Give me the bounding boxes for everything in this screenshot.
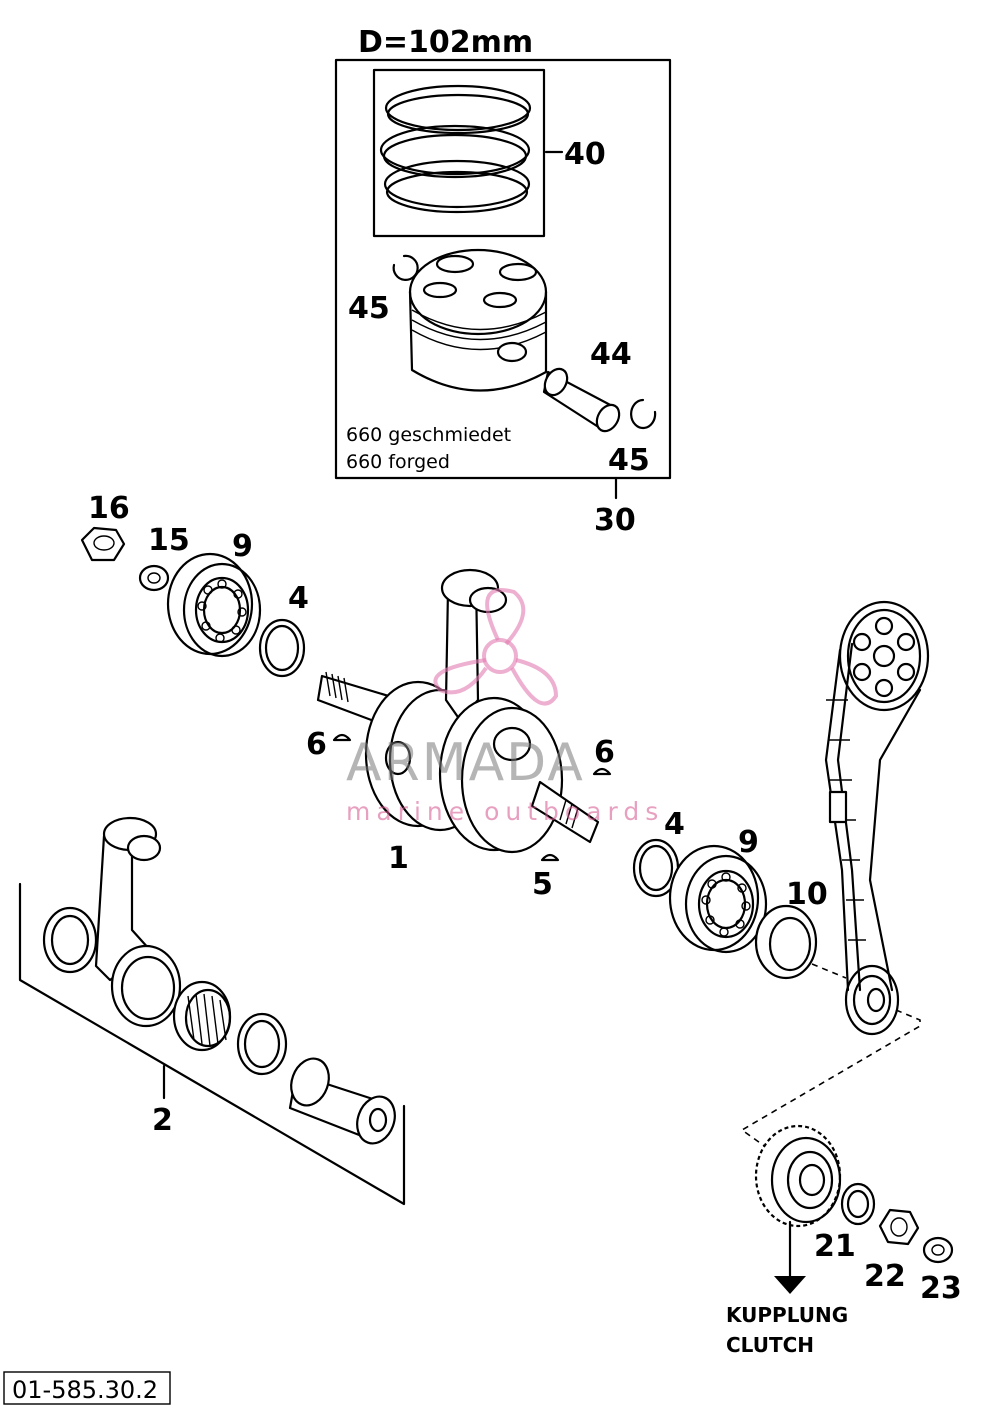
woodruff-key-left-icon — [332, 733, 352, 742]
gear-washer-icon — [922, 1236, 954, 1264]
clutch-label-de: KUPPLUNG — [726, 1303, 848, 1327]
drawing-reference-frame — [3, 1371, 171, 1405]
piston-note-forged-de: 660 geschmiedet — [346, 424, 511, 446]
lock-washer-icon — [138, 564, 170, 592]
gear-nut-icon — [878, 1208, 920, 1246]
part-number-9-right: 9 — [738, 825, 759, 860]
piston-icon — [408, 248, 548, 392]
piston-kit-box — [334, 58, 672, 480]
needle-bearing-icon — [172, 980, 232, 1052]
ball-bearing-icon — [166, 552, 262, 658]
part-number-9-left: 9 — [232, 529, 253, 564]
conrod-washer-icon — [236, 1012, 288, 1076]
watermark-brand: ARMADA — [346, 733, 585, 793]
part-number-30: 30 — [594, 503, 636, 538]
piston-note-forged-en: 660 forged — [346, 451, 450, 473]
watermark: ARMADA marine outboards — [346, 588, 664, 826]
spring-washer-icon — [840, 1182, 876, 1226]
primary-gear-icon — [754, 1124, 842, 1228]
part-number-45-bottom: 45 — [608, 443, 650, 478]
piston-kit-group: D=102mm 40 45 — [334, 25, 672, 538]
piston-rings-box — [372, 68, 546, 238]
part-number-4-left: 4 — [288, 581, 309, 616]
part-number-23: 23 — [920, 1271, 962, 1306]
part-number-1: 1 — [388, 841, 409, 876]
part-number-44: 44 — [590, 337, 632, 372]
part-number-2: 2 — [152, 1103, 173, 1138]
diameter-label: D=102mm — [358, 25, 533, 60]
propeller-logo-icon — [433, 588, 559, 706]
nut-icon — [80, 526, 126, 562]
conrod-kit-bracket — [18, 882, 406, 1206]
part-number-4-right: 4 — [664, 807, 685, 842]
primary-gear-group: 21 22 23 KUPPLUNG CLUTCH — [726, 1124, 962, 1357]
crankshaft-icon — [316, 568, 600, 854]
part-number-22: 22 — [864, 1259, 906, 1294]
oil-seal-icon — [754, 904, 818, 980]
seal-to-sprocket-leader — [811, 963, 847, 979]
arrow-down-icon — [774, 1220, 806, 1294]
timing-chain-icon — [824, 600, 930, 1036]
thrust-washer-icon — [42, 906, 98, 974]
left-bearing-stack: 16 15 9 4 — [80, 491, 309, 678]
conrod-icon — [94, 816, 182, 1028]
piston-rings-icon — [379, 84, 532, 214]
ball-bearing-right-icon — [668, 844, 768, 954]
conrod-assembly-group: 2 — [18, 816, 406, 1206]
right-bearing-stack: 4 9 10 — [632, 807, 828, 980]
woodruff-key-right-icon — [592, 767, 612, 776]
part-number-45-top: 45 — [348, 291, 390, 326]
part-number-15: 15 — [148, 523, 190, 558]
clutch-label-en: CLUTCH — [726, 1333, 814, 1357]
part-number-40: 40 — [564, 137, 606, 172]
part-number-16: 16 — [88, 491, 130, 526]
part-number-21: 21 — [814, 1229, 856, 1264]
piston-pin-icon — [542, 367, 621, 433]
circlip-bottom-icon — [630, 398, 657, 430]
part-number-6-left: 6 — [306, 727, 327, 762]
sprocket-to-gear-leader — [740, 1009, 921, 1151]
woodruff-key-bottom-icon — [540, 853, 560, 862]
part-number-6-right: 6 — [594, 735, 615, 770]
watermark-tagline: marine outboards — [346, 797, 664, 826]
shim-ring-icon — [258, 618, 306, 678]
part-number-5: 5 — [532, 867, 553, 902]
part-number-10: 10 — [786, 877, 828, 912]
drawing-reference: 01-585.30.2 — [12, 1376, 158, 1404]
crank-pin-icon — [288, 1057, 396, 1145]
